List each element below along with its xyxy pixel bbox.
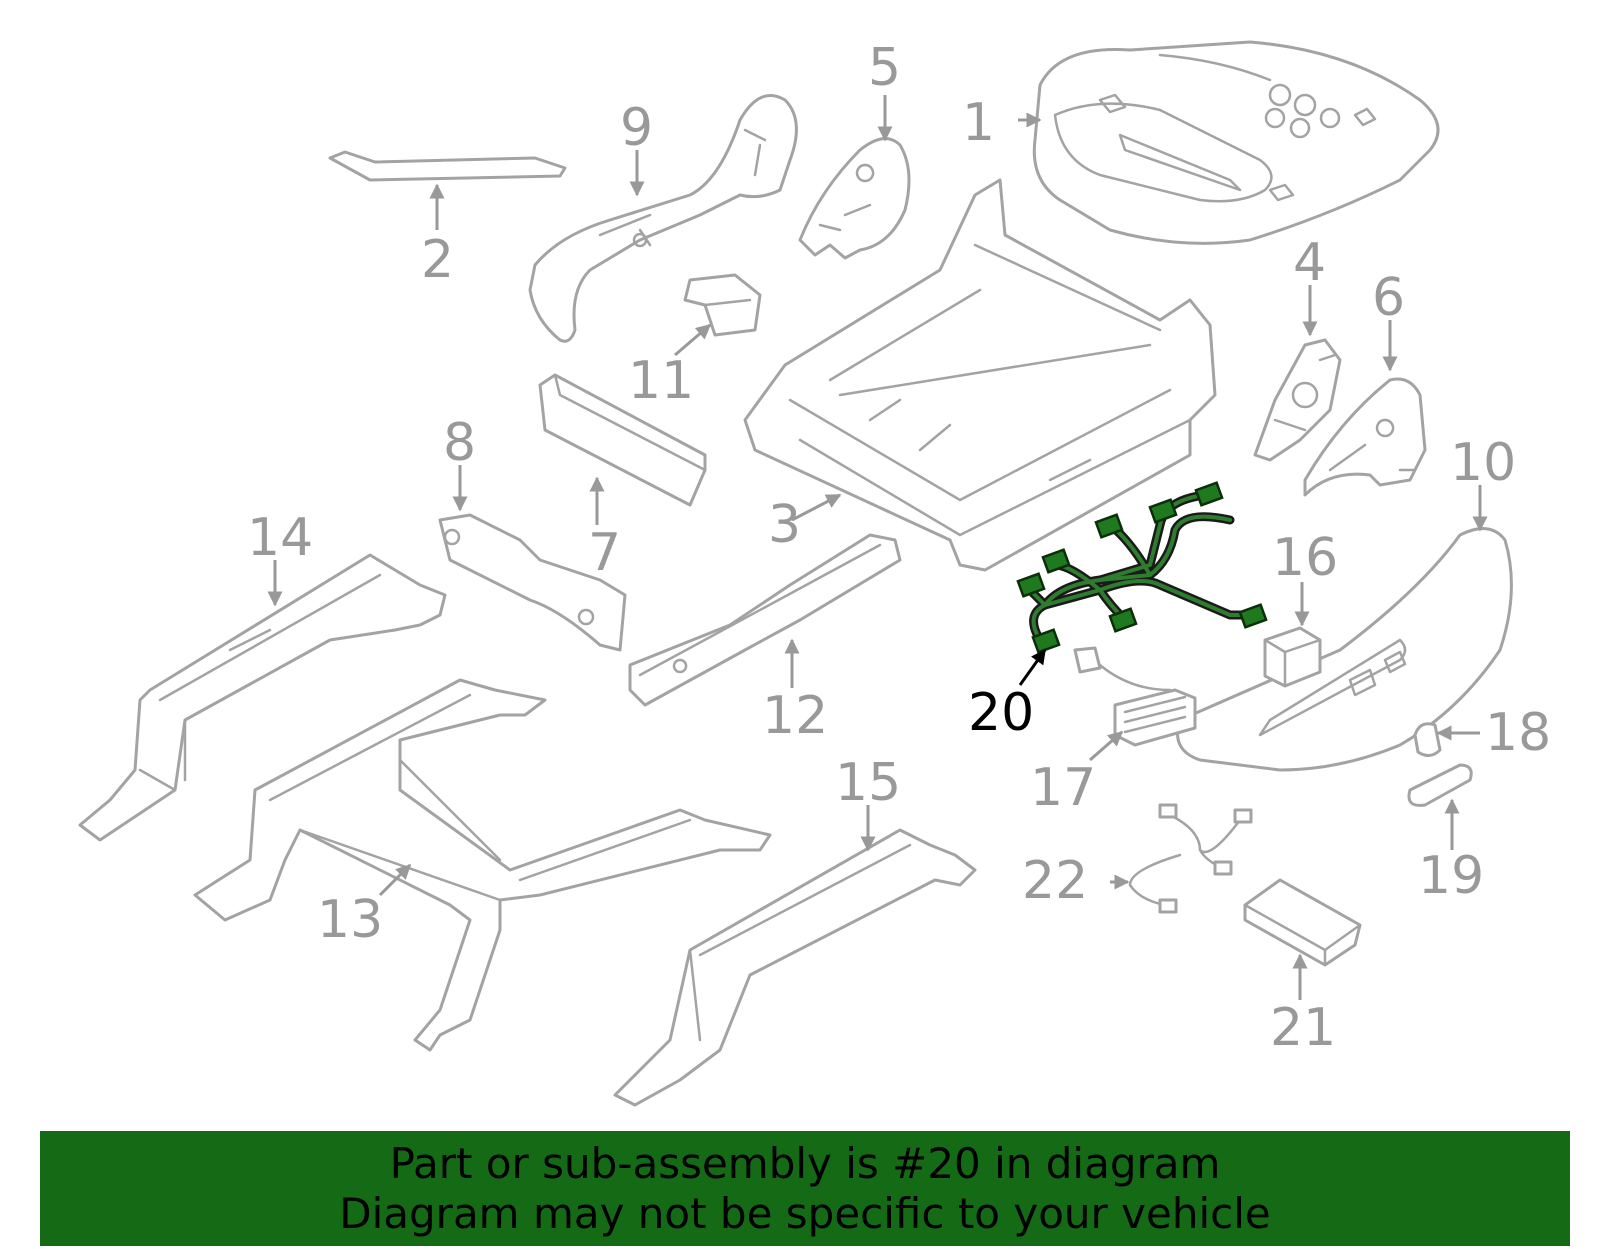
callout-19: 19 [1418, 846, 1484, 906]
callout-9: 9 [620, 98, 653, 158]
callout-labels: 1 2 3 4 5 6 7 8 9 10 11 12 13 14 15 16 1… [247, 38, 1551, 1058]
callout-14: 14 [247, 508, 313, 568]
callout-1: 1 [962, 93, 995, 153]
callout-5: 5 [868, 38, 901, 98]
part-19-handle [1407, 763, 1473, 807]
callout-16: 16 [1272, 528, 1338, 588]
part-9-side-shield [528, 94, 798, 343]
part-2-bar [328, 150, 567, 182]
callout-21: 21 [1270, 998, 1336, 1058]
notice-line-2: Diagram may not be specific to your vehi… [339, 1188, 1271, 1238]
part-5-bracket-cover [798, 137, 911, 260]
callout-17: 17 [1030, 758, 1096, 818]
part-7-front-crossbar [538, 373, 707, 507]
notice-line-1: Part or sub-assembly is #20 in diagram [389, 1138, 1221, 1188]
callout-7: 7 [588, 523, 621, 583]
callout-2: 2 [421, 230, 454, 290]
part-6-recliner-cover [1303, 377, 1427, 497]
part-1-seat-cushion [1032, 40, 1440, 245]
part-3-seat-frame [743, 178, 1217, 572]
part-20-wiring-harness [1016, 481, 1268, 654]
part-11-clip [683, 273, 762, 337]
callout-8: 8 [443, 413, 476, 473]
part-16-module [1263, 626, 1322, 688]
callout-3: 3 [768, 495, 801, 555]
callout-11: 11 [628, 351, 694, 411]
part-12-rail-cover [628, 533, 902, 707]
part-4-recliner-mechanism [1253, 338, 1342, 462]
notice-banner: Part or sub-assembly is #20 in diagram D… [40, 1131, 1570, 1246]
part-15-seat-track [613, 828, 977, 1107]
callout-20: 20 [968, 683, 1034, 743]
callout-4: 4 [1293, 233, 1326, 293]
part-14-seat-track [78, 553, 447, 842]
callout-leaders [267, 95, 1488, 1000]
part-18-knob [1413, 722, 1442, 757]
part-10-side-trim [1176, 527, 1513, 772]
callout-12: 12 [762, 686, 828, 746]
callout-15: 15 [835, 753, 901, 813]
part-8-bracket [438, 513, 627, 652]
callout-10: 10 [1450, 433, 1516, 493]
callout-22: 22 [1022, 851, 1088, 911]
callout-13: 13 [317, 890, 383, 950]
callout-6: 6 [1372, 268, 1405, 328]
part-17-switch [1073, 646, 1197, 747]
part-22-wiring-harness [1128, 803, 1253, 914]
part-21-control-module [1243, 878, 1362, 967]
callout-18: 18 [1485, 703, 1551, 763]
